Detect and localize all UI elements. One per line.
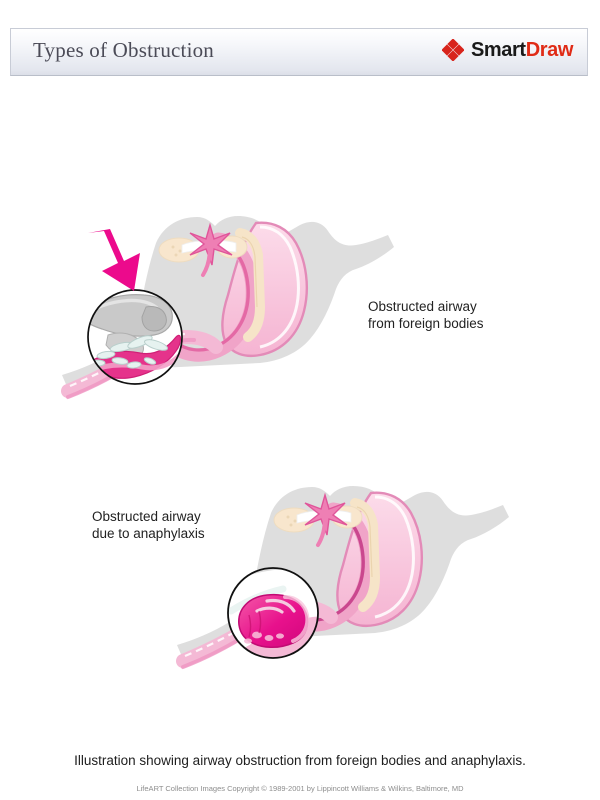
edema-texture <box>244 631 284 644</box>
page-title: Types of Obstruction <box>33 38 215 62</box>
airway-sagittal-diagram-foreign-bodies <box>61 216 394 399</box>
laryngeal-inlet <box>189 222 233 277</box>
logo-wordmark: SmartDraw <box>471 39 573 61</box>
logo-text-draw: Draw <box>525 39 574 61</box>
laryngeal-inlet <box>304 492 348 547</box>
airway-sagittal-diagram-anaphylaxis <box>176 486 509 669</box>
figure-one-label: Obstructed airway from foreign bodies <box>368 299 484 331</box>
figure-two-label: Obstructed airway due to anaphylaxis <box>92 509 205 541</box>
logo-text-smart: Smart <box>470 39 526 61</box>
edema-folds <box>248 610 262 638</box>
pointer-arrow <box>88 229 140 291</box>
bone-strip <box>235 228 266 342</box>
edema-highlights <box>255 598 296 614</box>
obstructed-airway-anaphylaxis-illustration <box>175 465 515 680</box>
smartdraw-diamonds-icon <box>441 39 464 61</box>
obstructed-airway-foreign-bodies-illustration <box>60 195 400 410</box>
title-bar: Types of Obstruction SmartDraw <box>10 28 588 76</box>
figure-caption: Illustration showing airway obstruction … <box>74 753 526 768</box>
smartdraw-logo[interactable]: SmartDraw <box>441 39 573 61</box>
copyright-notice: LifeART Collection Images Copyright © 19… <box>136 784 464 793</box>
foreign-body-callout-circle <box>87 289 183 385</box>
bone-strip <box>350 498 381 612</box>
foreign-body-fragments <box>90 335 168 369</box>
